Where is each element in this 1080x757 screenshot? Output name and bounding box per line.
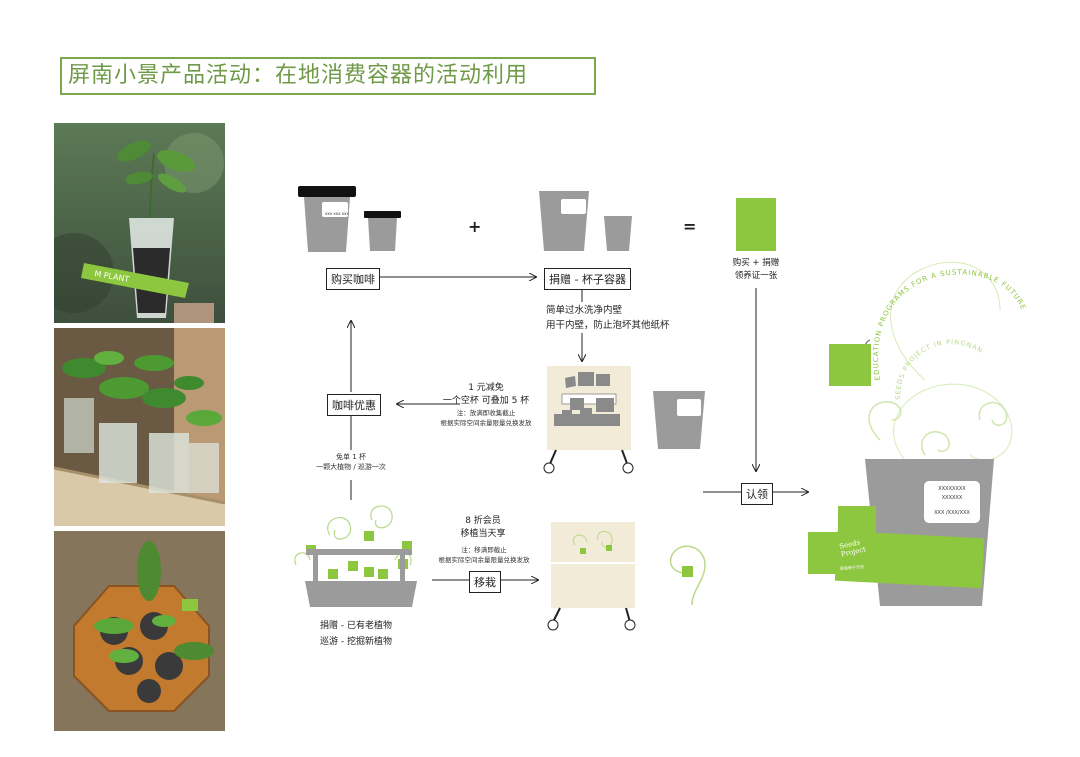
- hanging-tag-icon: [829, 344, 871, 386]
- cup-collection-shelf: [543, 366, 634, 474]
- photo-plant-box: [54, 328, 225, 526]
- page-title: 屏南小景产品活动：在地消费容器的活动利用: [60, 57, 596, 95]
- free-line1: 免单 1 杯: [336, 453, 366, 461]
- coffee-offer-label: 咖啡优惠: [327, 394, 381, 416]
- discount-line1: 1 元减免: [468, 383, 504, 393]
- member-note2: 根据实际空间余量限量兑换发放: [438, 556, 530, 564]
- discount-info: 1 元减免 一个空杯 可叠加 5 杯: [438, 382, 534, 408]
- certificate-caption-line2: 领养证一张: [734, 271, 778, 281]
- photo-octagon-table-image: [54, 531, 225, 731]
- wash-line1: 简单过水洗净内壁: [546, 305, 623, 316]
- cup-with-label-icon: [653, 391, 705, 449]
- wash-line2: 用干内壁，防止泡坏其他纸杯: [546, 320, 670, 331]
- svg-text:SEEDS PROJECT IN PINGNAN: SEEDS PROJECT IN PINGNAN: [894, 338, 985, 400]
- member-line1: 8 折会员: [465, 516, 501, 526]
- svg-text:EDUCATION PROGRAMS FOR A SUSTA: EDUCATION PROGRAMS FOR A SUSTAINABLE FUT…: [872, 268, 1027, 380]
- certificate-caption: 购买 + 捐赠 领养证一张: [732, 257, 780, 283]
- photo-cup-plant-image: M PLANT: [54, 123, 225, 323]
- tour-plant-line: 巡游 - 挖掘新植物: [320, 637, 392, 647]
- member-offer-info: 8 折会员 移植当天享: [445, 515, 521, 541]
- equals-sign: =: [683, 217, 697, 236]
- discount-note1: 注：放满即收集截止: [456, 409, 516, 417]
- coffee-cup-large-icon: [298, 186, 356, 252]
- plus-sign: +: [468, 217, 482, 236]
- member-line2: 移植当天享: [460, 529, 506, 539]
- discount-note2: 根据实际空间余量限量兑换发放: [440, 419, 532, 427]
- big-label-line3: XXX /XXX/XXX: [934, 510, 970, 516]
- big-cup-label-text: XXXXXXXX XXXXXX XXX /XXX/XXX: [926, 485, 978, 518]
- cup-label-text: xxx xxx xxx: [325, 211, 349, 216]
- free-offer-info: 免单 1 杯 一颗大植物 / 巡游一次: [306, 452, 396, 472]
- photo-octagon-table: [54, 531, 225, 731]
- adopt-label: 认领: [741, 483, 773, 505]
- spiral-text-decoration: EDUCATION PROGRAMS FOR A SUSTAINABLE FUT…: [829, 261, 1027, 461]
- free-line2: 一颗大植物 / 巡游一次: [316, 463, 386, 471]
- big-label-line2: XXXXXX: [941, 495, 963, 501]
- coffee-cup-small-icon: [364, 211, 401, 251]
- plant-source-info: 捐赠 - 已有老植物 巡游 - 挖掘新植物: [320, 618, 392, 650]
- donate-plant-line: 捐赠 - 已有老植物: [320, 621, 392, 631]
- donate-cup-label: 捐赠 - 杯子容器: [544, 268, 631, 290]
- certificate-caption-line1: 购买 + 捐赠: [732, 258, 780, 268]
- member-note: 注：移满即截止 根据实际空间余量限量兑换发放: [428, 545, 540, 565]
- photo-plant-box-image: [54, 328, 225, 526]
- buy-coffee-label: 购买咖啡: [326, 268, 380, 290]
- discount-note: 注：放满即收集截止 根据实际空间余量限量兑换发放: [430, 408, 542, 428]
- big-label-line1: XXXXXXXX: [938, 486, 966, 492]
- plant-tray-illustration: [294, 505, 417, 607]
- discount-line2: 一个空杯 可叠加 5 杯: [442, 396, 530, 406]
- plant-cabinet: [547, 522, 636, 631]
- member-note1: 注：移满即截止: [461, 546, 507, 554]
- large-cup-illustration: [808, 459, 994, 606]
- donated-cup-large-icon: [539, 191, 589, 251]
- wash-instructions: 简单过水洗净内壁 用干内壁，防止泡坏其他纸杯: [546, 303, 670, 333]
- spiral-plant-icon: [669, 545, 706, 606]
- photo-cup-plant: M PLANT: [54, 123, 225, 323]
- donated-cup-small-icon: [604, 216, 632, 251]
- transplant-label: 移栽: [469, 571, 501, 593]
- adoption-certificate-icon: [736, 198, 776, 251]
